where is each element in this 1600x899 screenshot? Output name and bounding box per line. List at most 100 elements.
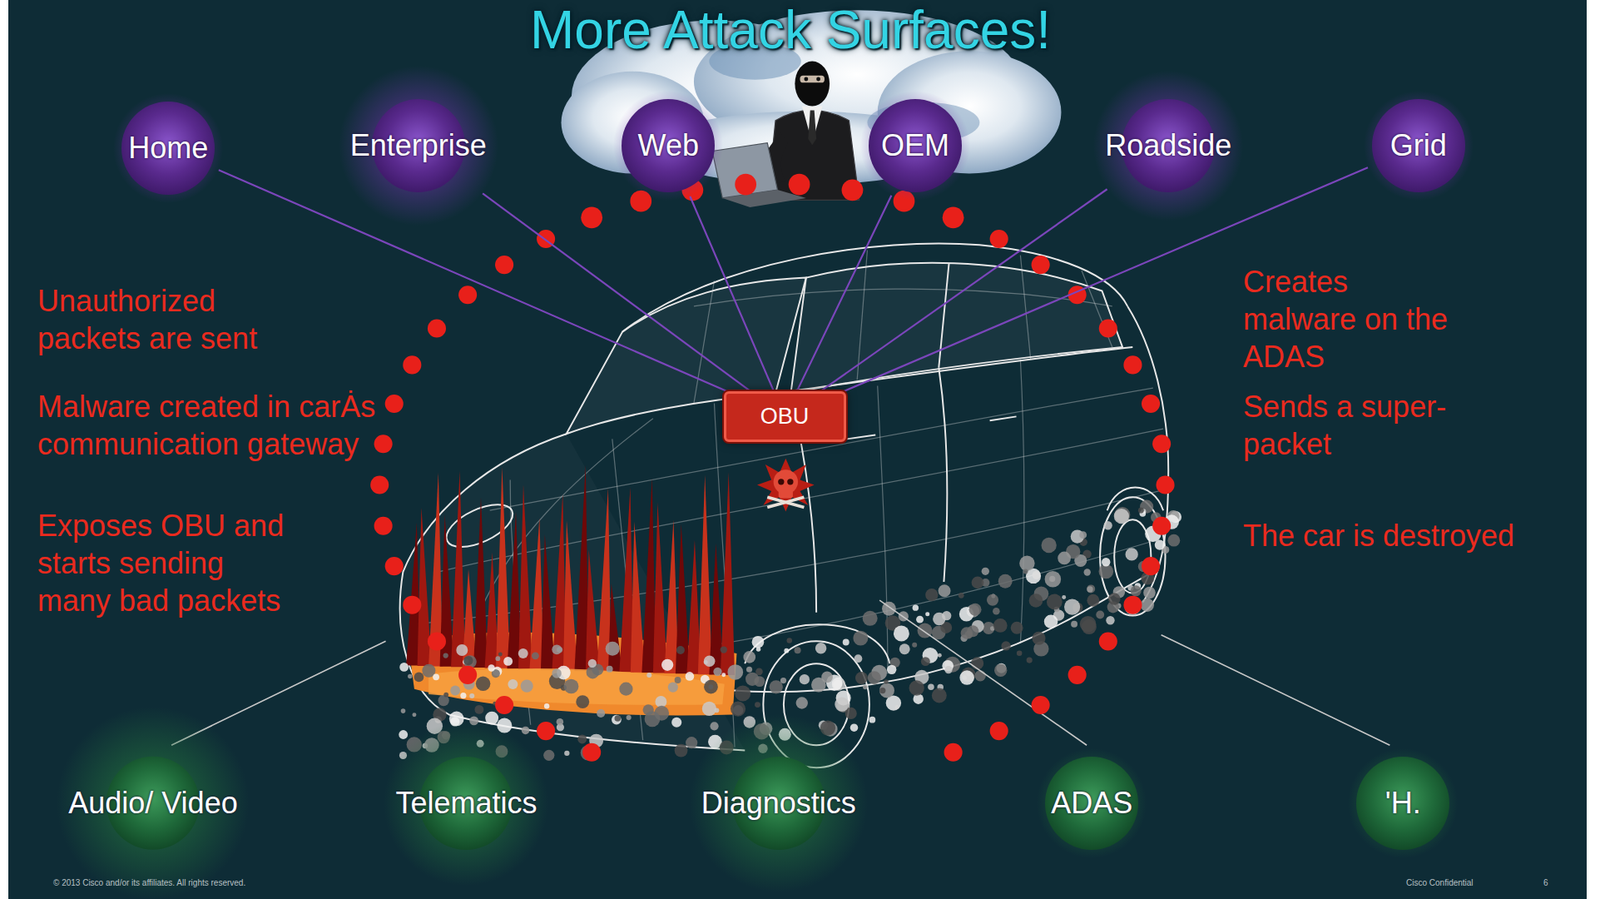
attack-link xyxy=(689,196,774,392)
red-dot xyxy=(1031,255,1051,274)
debris-particle xyxy=(450,685,461,696)
vehicle-system-circle: Audio/ Video xyxy=(56,706,250,899)
debris-particle xyxy=(443,652,449,658)
debris-particle xyxy=(544,703,550,709)
red-dot xyxy=(1141,556,1160,575)
attack-link xyxy=(820,188,1107,392)
debris-particle xyxy=(551,668,561,678)
debris-particle xyxy=(485,711,499,725)
debris-particle xyxy=(799,673,810,684)
debris-particle xyxy=(794,646,802,654)
attack-source-circle: Grid xyxy=(1363,90,1474,201)
attack-source-circle: Roadside xyxy=(1093,70,1244,221)
debris-particle xyxy=(614,714,622,722)
attack-step-note: The car is destroyed xyxy=(1243,516,1543,555)
red-dot xyxy=(495,255,514,274)
node-label: OBU xyxy=(760,402,810,430)
attack-step-note: Exposes OBU and starts sending many bad … xyxy=(37,506,294,620)
node-label: Web xyxy=(638,128,699,164)
red-dot xyxy=(1152,516,1171,535)
debris-particle xyxy=(1070,620,1078,628)
debris-particle xyxy=(994,663,1007,677)
slide-title: More Attack Surfaces! xyxy=(530,0,1051,62)
flame xyxy=(450,470,466,668)
debris-particle xyxy=(879,687,886,694)
debris-particle xyxy=(606,665,614,673)
red-dot xyxy=(385,556,404,575)
circle-glow xyxy=(1347,747,1458,858)
debris-particle xyxy=(1045,570,1062,588)
skull-symbol xyxy=(757,458,815,512)
red-dot xyxy=(944,743,963,762)
text-holder: OBU xyxy=(760,402,810,430)
debris-particle xyxy=(671,717,682,728)
debris-particle xyxy=(556,646,563,653)
debris-particle xyxy=(1130,584,1142,596)
debris-particle xyxy=(944,665,952,674)
debris-particle xyxy=(531,651,540,659)
red-dot xyxy=(427,319,446,338)
debris-particle xyxy=(1086,584,1095,593)
circle-glow xyxy=(860,90,971,201)
debris-particle xyxy=(850,723,858,731)
debris-particle xyxy=(1154,539,1165,550)
debris-particle xyxy=(1040,537,1056,553)
flame xyxy=(720,471,735,675)
debris-particle xyxy=(937,653,942,658)
debris-particle xyxy=(1143,586,1156,600)
debris-particle xyxy=(780,677,787,684)
debris-particle xyxy=(754,701,761,708)
debris-particle xyxy=(520,679,534,693)
debris-particle xyxy=(475,676,491,692)
circle-core xyxy=(1372,99,1466,193)
debris-particle xyxy=(443,692,449,698)
red-dot xyxy=(458,665,477,684)
flame xyxy=(630,521,645,673)
text-holder: OEM xyxy=(881,128,950,164)
red-dot xyxy=(402,355,422,374)
footer-note: Cisco Confidential xyxy=(1406,877,1474,888)
debris-particle xyxy=(1061,594,1066,600)
debris-particle xyxy=(959,669,975,685)
debris-particle xyxy=(1016,650,1023,657)
debris-particle xyxy=(721,672,726,677)
debris-particle xyxy=(796,696,808,709)
debris-particle xyxy=(1026,656,1033,663)
debris-particle xyxy=(1105,615,1115,625)
debris-particle xyxy=(1086,585,1093,592)
debris-particle xyxy=(855,671,868,684)
car-wireframe xyxy=(400,242,1169,768)
red-dot xyxy=(990,229,1009,248)
attack-step-note: Malware created in carȦs communication g… xyxy=(37,387,396,463)
text-holder: 'H. xyxy=(1385,785,1422,822)
debris-particle xyxy=(975,669,986,681)
debris-particle xyxy=(543,749,555,761)
debris-particle xyxy=(605,641,620,656)
debris-particle xyxy=(654,695,667,708)
debris-particle xyxy=(745,672,759,686)
debris-particle xyxy=(752,635,765,649)
circle-core xyxy=(621,99,715,193)
debris-particle xyxy=(1125,547,1139,560)
debris-particle xyxy=(981,567,990,575)
debris-particle xyxy=(626,714,632,720)
text-holder: Enterprise xyxy=(350,128,487,164)
red-dot xyxy=(495,695,514,714)
flame xyxy=(698,474,713,674)
red-dot xyxy=(580,206,603,228)
text-holder: Grid xyxy=(1390,128,1447,164)
debris-particle xyxy=(577,733,587,744)
text-holder: ADAS xyxy=(1050,785,1133,822)
debris-particle xyxy=(982,621,996,635)
debris-particle xyxy=(921,656,931,666)
red-dot xyxy=(1123,595,1142,615)
debris-particle xyxy=(564,750,570,756)
debris-particle xyxy=(401,708,407,714)
debris-particle xyxy=(588,658,597,668)
red-dot xyxy=(402,595,422,615)
circle-glow xyxy=(1036,747,1147,858)
debris-particle xyxy=(703,654,716,667)
debris-particle xyxy=(596,708,605,718)
